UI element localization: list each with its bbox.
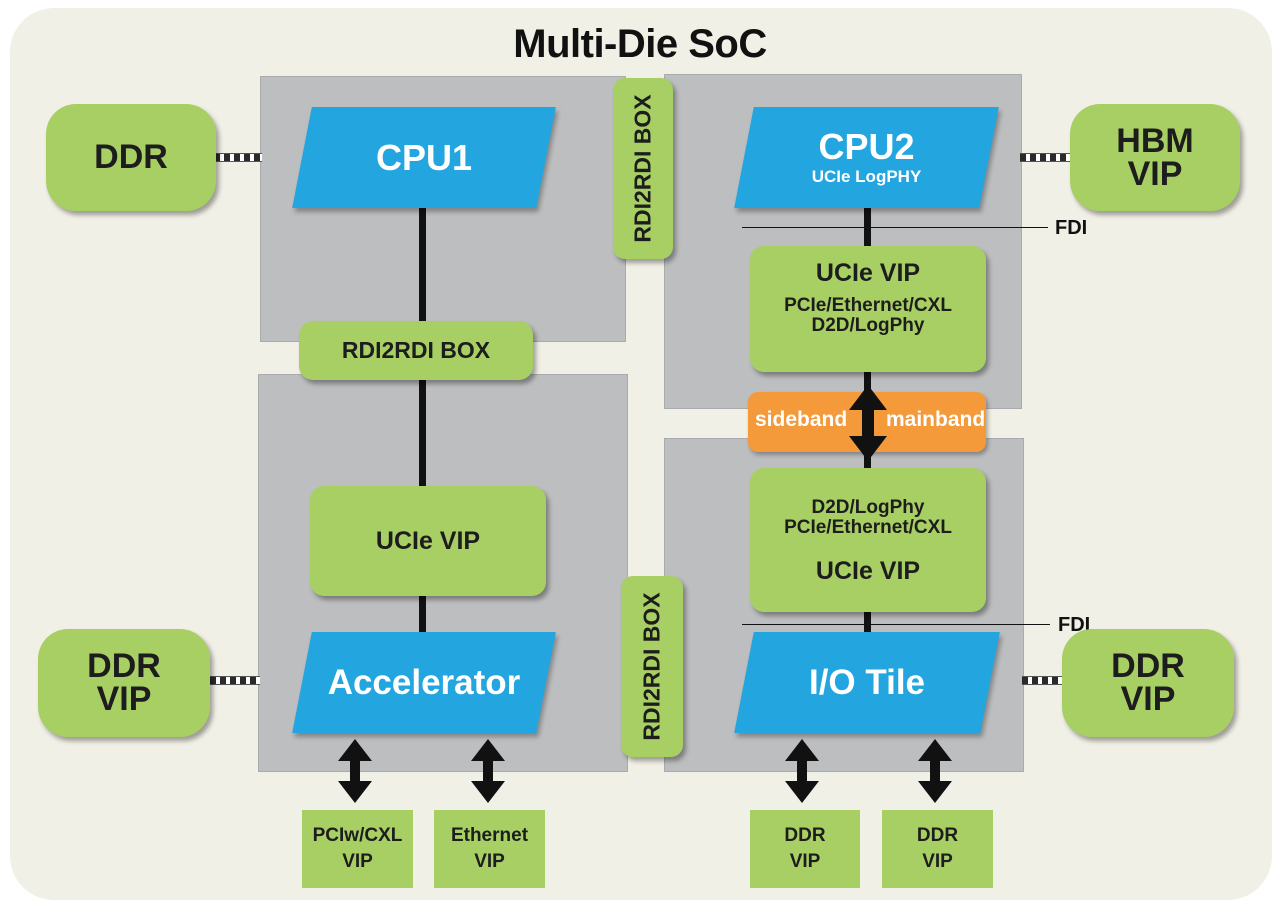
ucie-vip-bottom-right: D2D/LogPhy PCIe/Ethernet/CXL UCIe VIP — [750, 468, 986, 612]
ucie-vip-top-right-line1: PCIe/Ethernet/CXL — [784, 295, 952, 316]
ddr-vip-left-line2: VIP — [96, 680, 152, 718]
ethernet-vip-line1: Ethernet — [450, 825, 529, 846]
hbm-vip-line1: HBM — [1116, 121, 1194, 160]
ethernet-double-arrow — [471, 739, 505, 803]
band-double-arrow — [849, 385, 887, 461]
fdi-top-line — [742, 227, 1048, 228]
sideband-label: sideband — [755, 408, 848, 431]
ethernet-vip-line2: VIP — [474, 851, 505, 872]
hbm-vip-block: HBM VIP — [1070, 104, 1240, 211]
ethernet-vip-block: Ethernet VIP — [434, 810, 545, 888]
ddr-vip-bottom-1-line1: DDR — [784, 825, 826, 846]
cpu2-sub-label: UCIe LogPHY — [811, 166, 922, 186]
ddr-left-link — [210, 676, 260, 685]
ucie-vip-left: UCIe VIP — [310, 486, 546, 596]
ucie-vip-bottom-right-line1: D2D/LogPhy — [811, 497, 925, 518]
mainband-label: mainband — [886, 408, 986, 431]
io-tile-label: I/O Tile — [808, 662, 926, 702]
ddr-right-link — [1022, 676, 1066, 685]
ddr-bottom-1-double-arrow — [785, 739, 819, 803]
ddr-vip-bottom-1-line2: VIP — [789, 851, 821, 872]
cpu1-label: CPU1 — [375, 136, 473, 178]
cpu2-block: CPU2 UCIe LogPHY — [734, 107, 999, 208]
cpu1-block: CPU1 — [292, 107, 556, 208]
ddr-bottom-2-double-arrow — [918, 739, 952, 803]
hbm-link — [1020, 153, 1072, 162]
ddr-vip-bottom-2-block: DDR VIP — [882, 810, 993, 888]
cpu2-bus-line — [864, 206, 871, 246]
ddr-vip-bottom-2-line1: DDR — [916, 825, 959, 846]
fdi-bottom-line — [742, 624, 1050, 625]
ucie-vip-bottom-right-title: UCIe VIP — [815, 557, 921, 585]
fdi-top-label: FDI — [1055, 217, 1088, 239]
pcie-cxl-vip-line1: PCIw/CXL — [312, 825, 403, 846]
pcie-cxl-vip-block: PCIw/CXL VIP — [302, 810, 413, 888]
accelerator-block: Accelerator — [292, 632, 556, 733]
ucie-vip-left-title: UCIe VIP — [375, 526, 481, 555]
rdi2rdi-box-bottom: RDI2RDI BOX — [621, 576, 683, 757]
ucie-vip-top-right-title: UCIe VIP — [815, 259, 921, 287]
io-tile-block: I/O Tile — [734, 632, 1000, 733]
rdi-to-ucie-line — [419, 380, 426, 486]
ddr-vip-bottom-2-line2: VIP — [922, 851, 953, 872]
ddr-vip-right-line2: VIP — [1120, 680, 1176, 718]
rdi2rdi-box-top: RDI2RDI BOX — [613, 78, 673, 259]
ddr-vip-left-block: DDR VIP — [38, 629, 210, 737]
ddr-vip-right-line1: DDR — [1111, 647, 1185, 685]
ddr-top-left-label: DDR — [94, 138, 168, 176]
ddr-vip-right-block: DDR VIP — [1062, 629, 1234, 737]
accelerator-label: Accelerator — [327, 662, 521, 702]
ddr-top-left-block: DDR — [46, 104, 216, 211]
hbm-vip-line2: VIP — [1127, 154, 1183, 193]
ucie-to-accelerator-line — [419, 596, 426, 632]
ucie-vip-top-right: UCIe VIP PCIe/Ethernet/CXL D2D/LogPhy — [750, 246, 986, 372]
cpu1-bus-line — [419, 205, 426, 325]
pcie-cxl-double-arrow — [338, 739, 372, 803]
pcie-cxl-vip-line2: VIP — [342, 851, 373, 872]
io-tile-bus-line — [864, 612, 871, 634]
ucie-vip-top-right-line2: D2D/LogPhy — [811, 315, 925, 336]
ddr-vip-left-line1: DDR — [87, 647, 161, 685]
ucie-vip-bottom-right-line2: PCIe/Ethernet/CXL — [784, 517, 952, 538]
rdi2rdi-box-middle: RDI2RDI BOX — [299, 321, 533, 380]
diagram-title: Multi-Die SoC — [513, 22, 767, 66]
ddr-top-left-link — [214, 153, 262, 162]
cpu2-label: CPU2 — [818, 125, 915, 167]
ddr-vip-bottom-1-block: DDR VIP — [750, 810, 860, 888]
